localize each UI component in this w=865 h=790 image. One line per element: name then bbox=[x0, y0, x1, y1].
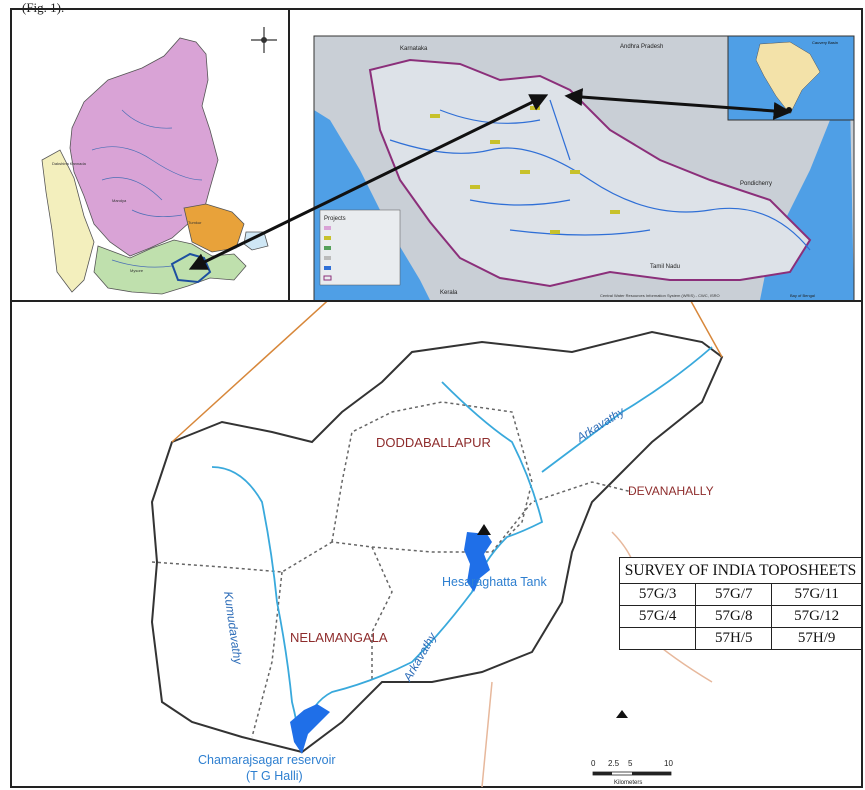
table-cell: 57H/5 bbox=[695, 627, 773, 650]
doddaballapur-label: DODDABALLAPUR bbox=[376, 435, 491, 450]
horizontal-divider bbox=[10, 300, 863, 302]
table-cell: 57G/4 bbox=[618, 605, 697, 628]
tg-halli-label: (T G Halli) bbox=[246, 769, 303, 783]
scale-tick-label: 5 bbox=[628, 759, 633, 768]
southern-districts bbox=[93, 239, 247, 295]
scale-unit: Kilometers bbox=[614, 780, 642, 786]
scale-tick-label: 2.5 bbox=[608, 759, 620, 768]
devanahally-label: DEVANAHALLY bbox=[628, 484, 714, 498]
district-label: Mandya bbox=[112, 198, 127, 203]
andhra-label: Andhra Pradesh bbox=[620, 44, 663, 50]
connector-lines bbox=[171, 302, 723, 443]
table-cell: 57G/11 bbox=[771, 583, 862, 606]
table-row: 57G/4 57G/8 57G/12 bbox=[618, 605, 862, 628]
table-cell: 57G/8 bbox=[695, 605, 773, 628]
bay-label: Bay of Bengal bbox=[790, 293, 815, 298]
taluk-boundaries bbox=[151, 401, 633, 738]
table-cell: 57H/9 bbox=[771, 627, 862, 650]
table-cell bbox=[618, 627, 697, 650]
peak-triangle-icon bbox=[477, 524, 491, 535]
india-inset: Cauvery Basin bbox=[727, 35, 855, 121]
karnataka-rivers bbox=[91, 109, 203, 268]
credit-label: Central Water Resources Information Syst… bbox=[600, 293, 720, 298]
hesaraghatta-tank-shape bbox=[464, 532, 492, 592]
inset-title: Cauvery Basin bbox=[812, 40, 838, 45]
table-row: 57G/3 57G/7 57G/11 bbox=[618, 583, 862, 606]
district-label: Dakshina Kannada bbox=[52, 161, 87, 166]
bangalore-district bbox=[243, 231, 269, 251]
figure-frame bbox=[10, 8, 863, 788]
scale-bar: 0 2.5 5 10 Kilometers bbox=[591, 759, 673, 786]
coastal-districts bbox=[41, 149, 95, 293]
cauvery-basin-map: Karnataka Andhra Pradesh Pondicherry Ker… bbox=[313, 35, 855, 300]
scale-tick-label: 0 bbox=[591, 759, 596, 768]
arkavathy-basin-map: DODDABALLAPUR DEVANAHALLY NELAMANGALA Ar… bbox=[150, 302, 724, 787]
legend-title: Projects bbox=[324, 216, 346, 222]
peak-triangle-icon bbox=[616, 710, 628, 718]
chamarajsagar-label: Chamarajsagar reservoir bbox=[198, 753, 336, 767]
pondicherry-label: Pondicherry bbox=[740, 181, 772, 187]
projects-legend: Projects bbox=[319, 209, 401, 286]
nelamangala-label: NELAMANGALA bbox=[290, 630, 388, 645]
table-cell: 57G/7 bbox=[695, 583, 773, 606]
table-cell: 57G/3 bbox=[618, 583, 697, 606]
toposheet-table: SURVEY OF INDIA TOPOSHEETS 57G/3 57G/7 5… bbox=[618, 557, 862, 650]
arkavathy-basin-outline bbox=[150, 330, 724, 754]
karnataka-label: Karnataka bbox=[400, 46, 428, 52]
district-label: Tumkur bbox=[188, 220, 202, 225]
table-cell: 57G/12 bbox=[771, 605, 862, 628]
tamilnadu-label: Tamil Nadu bbox=[650, 264, 680, 270]
toposheet-title: SURVEY OF INDIA TOPOSHEETS bbox=[619, 557, 862, 584]
chamarajsagar-reservoir-shape bbox=[290, 704, 330, 754]
hesaraghatta-label: Hesaraghatta Tank bbox=[442, 575, 547, 589]
kerala-label: Kerala bbox=[440, 290, 458, 296]
table-row: 57H/5 57H/9 bbox=[618, 627, 862, 650]
district-label: Mysore bbox=[130, 268, 144, 273]
karnataka-map: Mandya Dakshina Kannada Tumkur Mysore bbox=[41, 27, 277, 295]
scale-tick-label: 10 bbox=[664, 759, 673, 768]
caption-fragment: (Fig. 1). bbox=[22, 0, 65, 15]
compass-icon bbox=[251, 27, 277, 53]
